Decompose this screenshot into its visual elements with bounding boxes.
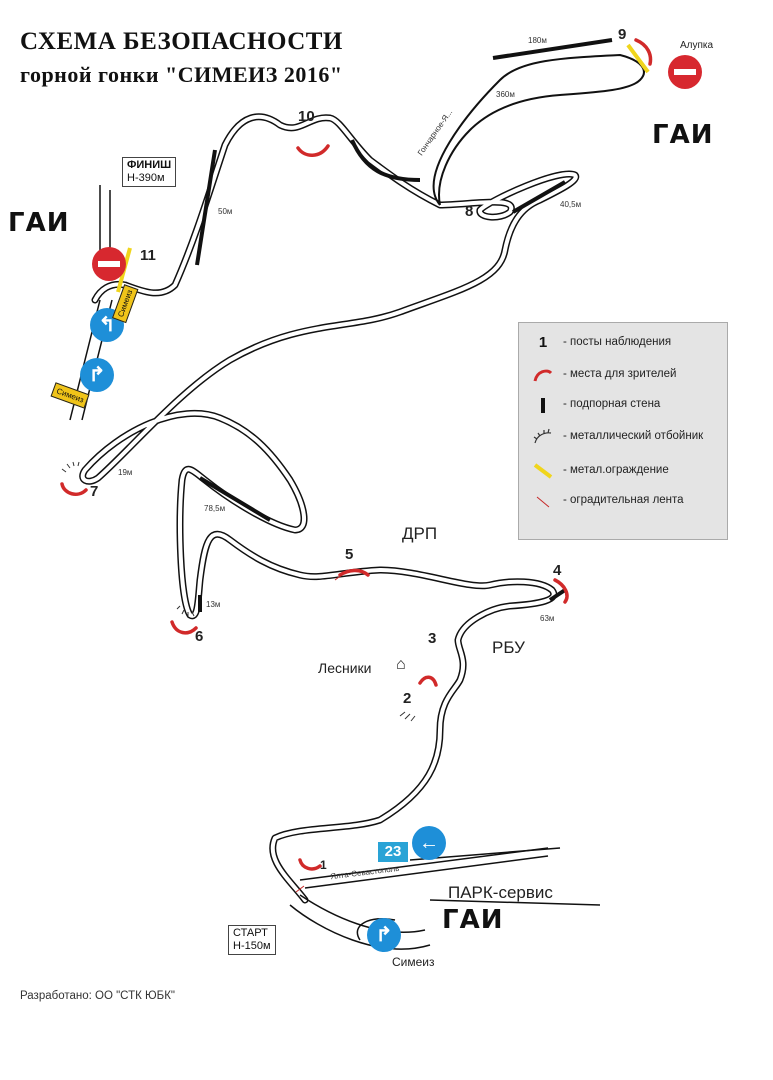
turn-left-sign-icon: ←	[412, 826, 446, 860]
post-6: 6	[195, 628, 204, 645]
legend-text: - металлический отбойник	[563, 430, 704, 442]
house-icon: ⌂	[396, 656, 406, 673]
gai-label-top-right: ГАИ	[652, 120, 714, 150]
tape-symbol-icon	[536, 496, 550, 508]
legend-row-walls: - подпорная стена	[519, 395, 727, 415]
legend-text: - подпорная стена	[563, 398, 661, 410]
post-3: 3	[428, 630, 437, 647]
upper-road	[432, 53, 645, 206]
route-number-sign: 23	[378, 842, 408, 862]
alupka-label: Алупка	[680, 40, 714, 51]
tapes	[295, 573, 344, 893]
post-2: 2	[403, 690, 412, 707]
no-entry-sign-icon	[92, 247, 126, 281]
race-road-inner	[80, 114, 578, 902]
fence-symbol-icon	[533, 463, 553, 479]
park-service-label: ПАРК-сервис	[448, 883, 553, 902]
legend-text: - оградительная лента	[563, 494, 684, 506]
post-4: 4	[553, 562, 562, 579]
distance-78-5: 78,5м	[204, 504, 226, 513]
legend-row-spectators: - места для зрителей	[519, 365, 727, 385]
simeiz-label: Симеиз	[392, 955, 435, 969]
post-11: 11	[140, 247, 156, 264]
title-line-2: горной гонки "СИМЕИЗ 2016"	[20, 62, 343, 87]
distance-13: 13м	[206, 600, 221, 609]
legend-text: - места для зрителей	[563, 368, 677, 380]
post-symbol: 1	[538, 334, 548, 351]
turn-sign-icon: ↱	[80, 358, 114, 392]
distance-180: 180м	[528, 36, 547, 45]
title-line-1: СХЕМА БЕЗОПАСНОСТИ	[20, 28, 343, 55]
finish-label: ФИНИШ	[127, 159, 172, 171]
legend-row-tape: - оградительная лента	[519, 491, 727, 511]
gai-label-left: ГАИ	[8, 208, 70, 238]
post-1: 1	[320, 858, 327, 872]
legend-text: - посты наблюдения	[563, 336, 672, 348]
side-roads	[69, 185, 601, 950]
spectator-areas	[60, 38, 653, 871]
highway	[299, 847, 549, 889]
finish-box: ФИНИШ Н-390м	[122, 157, 177, 187]
distance-19: 19м	[118, 468, 133, 477]
legend-row-barriers: - металлический отбойник	[519, 427, 727, 447]
distance-63: 63м	[540, 614, 555, 623]
lesniki-label: Лесники	[318, 660, 372, 676]
post-7: 7	[90, 483, 99, 500]
legend-row-fences: - метал.ограждение	[519, 461, 727, 481]
start-label: СТАРТ	[233, 927, 268, 939]
legend-text: - метал.ограждение	[563, 464, 669, 476]
drp-label: ДРП	[402, 524, 438, 543]
gai-label-bottom: ГАИ	[442, 905, 504, 935]
post-5: 5	[345, 546, 354, 563]
barrier-symbol-icon	[533, 428, 552, 444]
start-height: Н-150м	[233, 940, 271, 952]
legend: 1 - посты наблюдения - места для зрителе…	[518, 322, 728, 540]
finish-height: Н-390м	[127, 172, 165, 184]
rbu-label: РБУ	[492, 638, 525, 657]
crash-barriers	[61, 461, 416, 722]
wall-symbol-icon	[541, 398, 545, 413]
distance-40-5: 40,5м	[560, 200, 582, 209]
footer-credit: Разработано: ОО "СТК ЮБК"	[20, 990, 175, 1002]
race-road	[79, 113, 580, 904]
spectator-symbol-icon	[533, 369, 553, 382]
no-entry-sign-icon	[668, 55, 702, 89]
turn-sign-icon: ↱	[367, 918, 401, 952]
legend-row-posts: 1 - посты наблюдения	[519, 333, 727, 353]
distance-360: 360м	[496, 90, 515, 99]
post-10: 10	[298, 108, 315, 125]
post-9: 9	[618, 26, 627, 43]
retaining-walls	[195, 38, 613, 612]
start-box: СТАРТ Н-150м	[228, 925, 276, 955]
post-8: 8	[465, 203, 474, 220]
distance-50: 50м	[218, 207, 233, 216]
